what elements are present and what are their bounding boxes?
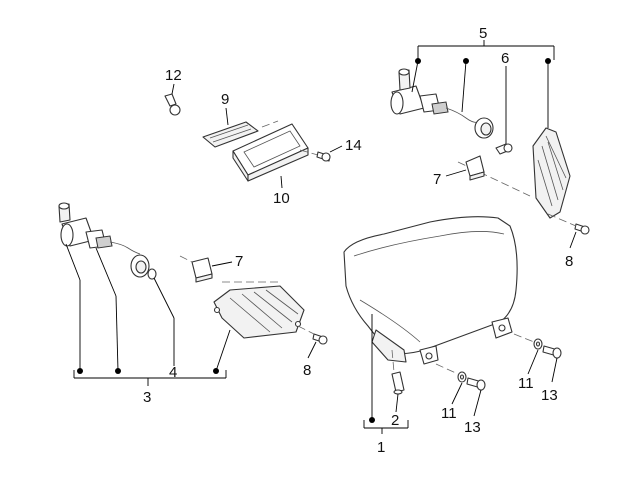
callout-8-right: 8: [565, 253, 573, 270]
callout-12: 12: [165, 67, 182, 84]
part-5-right-lamp-assembly[interactable]: [390, 68, 590, 235]
part-1-tail-light-body[interactable]: [343, 216, 518, 395]
callout-13-right: 13: [541, 387, 558, 404]
callout-9: 9: [221, 91, 229, 108]
part-10-housing[interactable]: [232, 120, 309, 189]
leader-lines: [65, 40, 577, 434]
callout-1: 1: [377, 439, 385, 456]
callout-8-left: 8: [303, 362, 311, 379]
callout-11-right: 11: [518, 375, 534, 392]
callout-4: 4: [169, 364, 177, 381]
callout-10: 10: [273, 190, 290, 207]
part-12-bulb[interactable]: [164, 83, 181, 116]
callout-7-left: 7: [235, 253, 243, 270]
callout-2: 2: [391, 412, 399, 429]
callout-numbers: 1 2 3 4 5 6 7 7 8 8 9 10 11 11 12 13 13 …: [143, 25, 573, 456]
callout-14: 14: [345, 137, 362, 154]
callout-6: 6: [501, 50, 509, 67]
part-3-left-lamp-assembly[interactable]: [58, 202, 328, 345]
part-11-13-bottom-fasteners[interactable]: [435, 363, 486, 391]
callout-3: 3: [143, 389, 151, 406]
part-11-13-right-fasteners[interactable]: [513, 333, 562, 359]
part-14-screw[interactable]: [299, 145, 343, 162]
part-9-lens[interactable]: [202, 107, 259, 148]
callout-13-bottom: 13: [464, 419, 481, 436]
callout-5: 5: [479, 25, 487, 42]
callout-7-right: 7: [433, 171, 441, 188]
callout-11-bottom: 11: [441, 405, 457, 422]
